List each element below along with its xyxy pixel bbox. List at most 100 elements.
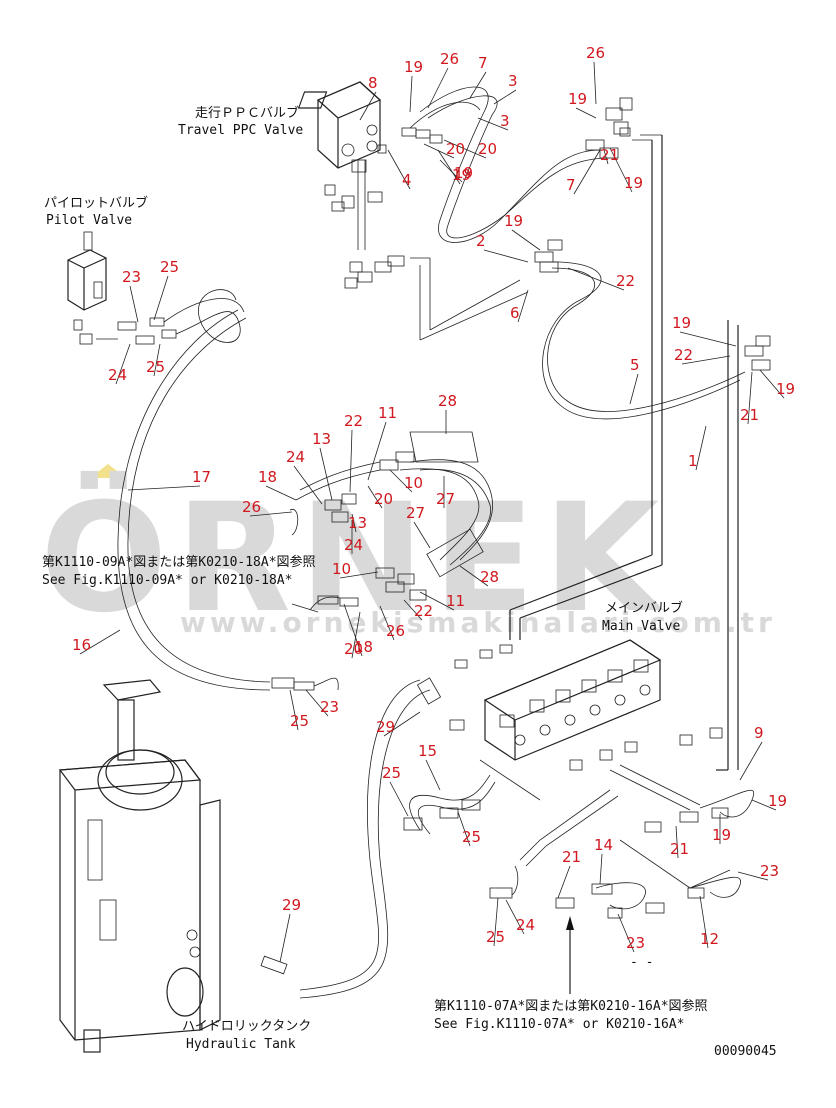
leader-line: [387, 149, 411, 190]
part-number-2: 2: [476, 232, 486, 250]
leader-line: [457, 811, 471, 847]
part-number-23: 23: [320, 698, 339, 716]
part-number-28: 28: [480, 568, 499, 586]
leader-line: [409, 75, 413, 113]
leader-line: [153, 343, 161, 377]
part-number-20: 20: [374, 490, 393, 508]
tank-label-jp: ハイドロリックタンク: [182, 1019, 311, 1034]
part-number-7: 7: [566, 176, 576, 194]
leader-line: [759, 369, 785, 399]
leader-line: [603, 149, 609, 165]
part-number-10: 10: [332, 560, 351, 578]
part-number-5: 5: [630, 356, 640, 374]
part-number-8: 8: [368, 74, 378, 92]
leader-line: [573, 149, 601, 195]
watermark-brand: ÖRNEK: [40, 470, 667, 646]
part-number-19: 19: [768, 792, 787, 810]
leader-line: [695, 425, 707, 471]
main-valve-label-en: Main Valve: [602, 619, 680, 634]
part-number-21: 21: [740, 406, 759, 424]
hose-23-24: [271, 677, 339, 691]
part-number-24: 24: [344, 536, 363, 554]
leader-line: [319, 447, 333, 501]
leader-line: [593, 61, 597, 105]
part-number-19: 19: [712, 826, 731, 844]
drawing-number: 00090045: [714, 1044, 777, 1059]
part-number-15: 15: [418, 742, 437, 760]
part-number-19: 19: [454, 164, 473, 182]
leader-line: [383, 711, 421, 737]
reference-note-2-en: See Fig.K1110-07A* or K0210-16A*: [434, 1017, 684, 1032]
reference-note-1-en: See Fig.K1110-09A* or K0210-18A*: [42, 573, 292, 588]
part-number-25: 25: [146, 358, 165, 376]
part-number-9: 9: [754, 724, 764, 742]
leader-line: [469, 71, 487, 99]
leader-line: [567, 267, 625, 291]
leader-line: [617, 913, 635, 953]
part-number-19: 19: [776, 380, 795, 398]
part-number-22: 22: [414, 602, 433, 620]
leader-line: [265, 485, 297, 501]
travel-ppc-label-en: Travel PPC Valve: [178, 123, 303, 138]
main-valve-label-jp: メインバルブ: [605, 600, 683, 616]
watermark: ÖRNEK www.ornekismakinalari.com.tr: [40, 464, 772, 646]
hose-29: [260, 677, 442, 999]
part-number-25: 25: [290, 712, 309, 730]
leader-line: [477, 117, 509, 131]
leader-line: [293, 465, 323, 505]
tank-label-en: Hydraulic Tank: [186, 1037, 296, 1052]
pilot-label-en: Pilot Valve: [46, 213, 132, 228]
leader-line: [343, 603, 363, 657]
leader-line: [437, 149, 461, 185]
part-number-24: 24: [108, 366, 127, 384]
part-number-11: 11: [446, 592, 465, 610]
part-number-13: 13: [348, 514, 367, 532]
leader-line: [127, 485, 201, 491]
part-number-26: 26: [386, 622, 405, 640]
leader-line: [367, 485, 383, 509]
part-number-27: 27: [406, 504, 425, 522]
part-number-23: 23: [122, 268, 141, 286]
part-number-18: 18: [354, 638, 373, 656]
part-number-19: 19: [568, 90, 587, 108]
leader-line: [379, 605, 395, 641]
leader-line: [517, 289, 529, 323]
part-number-24: 24: [516, 916, 535, 934]
part-number-13: 13: [312, 430, 331, 448]
leader-line: [153, 275, 169, 321]
leader-line: [339, 571, 379, 579]
leader-line: [359, 91, 377, 121]
leader-line: [681, 355, 731, 365]
reference-note-1-jp: 第K1110-09A*図または第K0210-18A*図参照: [42, 554, 316, 570]
leader-line: [129, 285, 139, 323]
pilot-valve: [67, 231, 107, 345]
leader-lines: [79, 61, 785, 963]
part-number-12: 12: [700, 930, 719, 948]
part-number-25: 25: [160, 258, 179, 276]
part-number-22: 22: [616, 272, 635, 290]
part-number-3: 3: [508, 72, 518, 90]
part-number-3: 3: [500, 112, 510, 130]
part-number-26: 26: [586, 44, 605, 62]
leader-line: [609, 147, 633, 193]
part-number-22: 22: [674, 346, 693, 364]
part-number-11: 11: [378, 404, 397, 422]
part-number-29: 29: [282, 896, 301, 914]
part-number-4: 4: [402, 171, 412, 189]
leader-line: [279, 913, 291, 963]
part-number-19: 19: [452, 166, 471, 184]
part-number-19: 19: [672, 314, 691, 332]
leader-line: [679, 331, 737, 347]
leader-line: [289, 689, 299, 731]
part-number-27: 27: [436, 490, 455, 508]
leader-line: [599, 853, 603, 885]
leader-line: [425, 759, 441, 791]
leader-line: [443, 139, 487, 159]
leader-line: [79, 629, 121, 655]
part-number-21: 21: [562, 848, 581, 866]
leader-line: [427, 67, 449, 109]
pilot-label-jp: パイロットバルブ: [44, 195, 148, 211]
pilot-hoses: [96, 289, 245, 345]
